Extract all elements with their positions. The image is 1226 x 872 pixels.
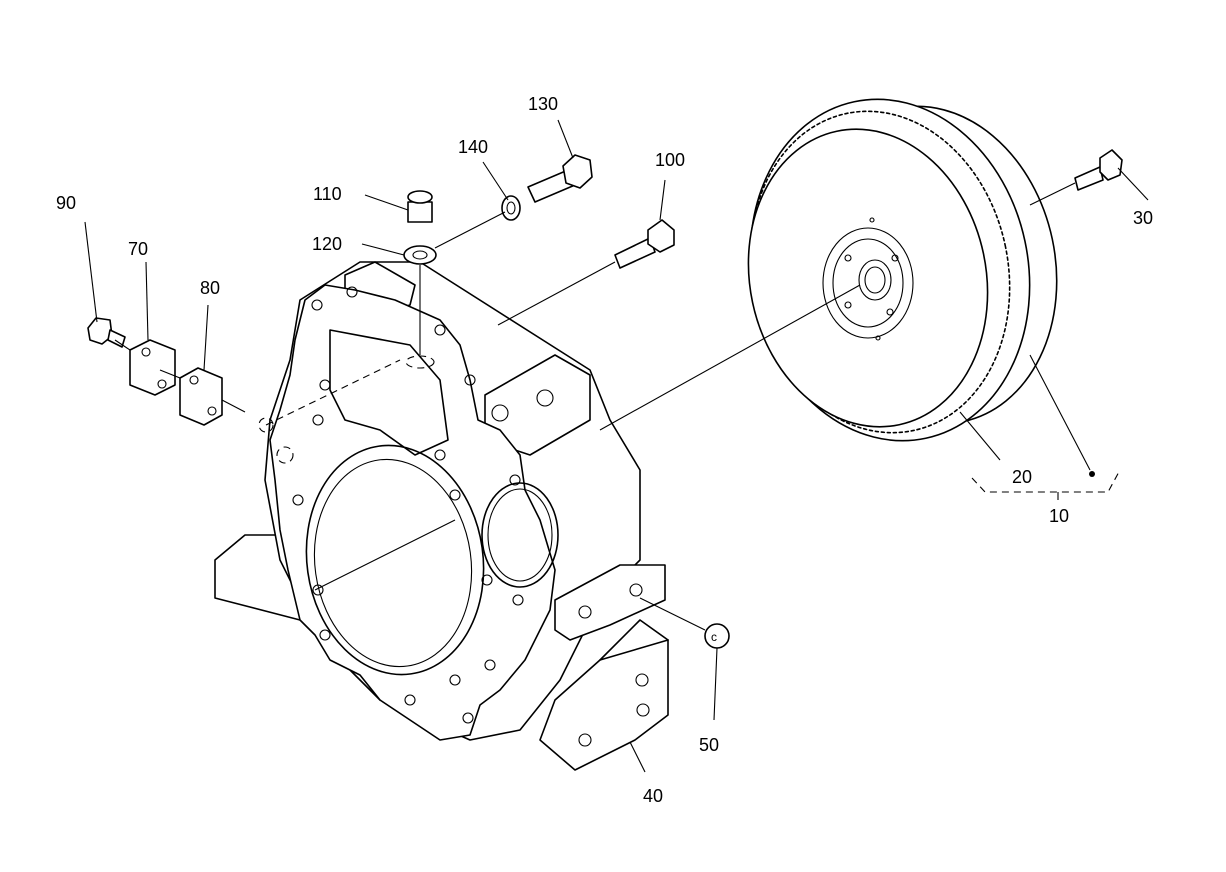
flywheel-assembly <box>747 98 1058 442</box>
callout-110: 110 <box>313 184 342 204</box>
plug-50: c <box>704 623 730 649</box>
callout-80: 80 <box>200 278 220 298</box>
washer-120 <box>403 245 437 265</box>
callout-90: 90 <box>56 193 76 213</box>
callout-120: 120 <box>312 234 342 254</box>
bolt-90 <box>87 317 126 348</box>
svg-text:c: c <box>711 630 717 644</box>
assembly-lines <box>114 182 1076 631</box>
callout-100: 100 <box>655 150 685 170</box>
callout-50: 50 <box>699 735 719 755</box>
gasket-80 <box>179 367 223 426</box>
flywheel-housing <box>214 261 669 771</box>
callout-labels: 130 140 100 110 120 90 70 80 30 20 10 50… <box>56 94 1153 806</box>
bolt-130 <box>527 154 593 203</box>
callout-40: 40 <box>643 786 663 806</box>
cover-70 <box>129 339 176 396</box>
callout-10: 10 <box>1049 506 1069 526</box>
callout-30: 30 <box>1133 208 1153 228</box>
bolt-30 <box>1074 149 1123 191</box>
leader-lines <box>84 119 1149 773</box>
callout-130: 130 <box>528 94 558 114</box>
callout-20: 20 <box>1012 467 1032 487</box>
plug-110 <box>407 190 433 223</box>
callout-140: 140 <box>458 137 488 157</box>
callout-70: 70 <box>128 239 148 259</box>
bolt-100 <box>614 219 675 269</box>
washer-140 <box>501 195 521 221</box>
